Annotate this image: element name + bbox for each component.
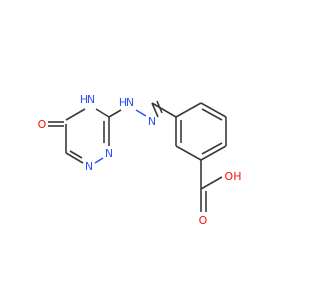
atom-hydrazone-nh-h: H xyxy=(119,96,127,109)
bond-nh-n xyxy=(135,109,147,117)
molecule-structure: O H N N N H N N O OH xyxy=(38,93,242,227)
acid-hydroxyl-bond xyxy=(200,176,223,190)
atom-hydrazone-nh-n: N xyxy=(126,96,134,109)
atom-ring-oxygen: O xyxy=(38,118,47,131)
ring-bond-n1-c6-double xyxy=(69,150,83,159)
ring-bond-n4-c3 xyxy=(95,108,110,118)
atom-labels: O H N N N H N N O OH xyxy=(38,93,242,227)
ring-bond-n1-c6 xyxy=(65,152,84,164)
benzene-bond-2 xyxy=(200,102,227,118)
benzene-bond-4-double xyxy=(201,142,223,155)
benzene-bond-4 xyxy=(200,145,227,161)
benzene-bond-1 xyxy=(175,102,202,118)
atom-acid-hydroxyl: OH xyxy=(225,170,242,183)
atom-n-ring1: N xyxy=(85,160,93,173)
benzene-bond-5 xyxy=(175,145,202,161)
atom-n-ring2: N xyxy=(105,147,113,160)
ring-bond-n2-n1 xyxy=(94,157,104,164)
ring-bond-c5-n4 xyxy=(65,108,86,121)
atom-acid-carbonyl-o: O xyxy=(199,214,208,227)
structure-canvas: O H N N N H N N O OH xyxy=(38,93,242,227)
benzene-bond-2-double xyxy=(201,108,223,121)
bonds xyxy=(48,100,227,212)
bond-ch-c1 xyxy=(151,102,177,118)
bond-c3-nh xyxy=(108,109,122,118)
atom-hydrazone-n: N xyxy=(148,115,156,128)
atom-n-ring4: N xyxy=(87,93,95,106)
atom-nh-ring-h: H xyxy=(80,93,88,106)
bond-n-ch xyxy=(151,102,159,118)
